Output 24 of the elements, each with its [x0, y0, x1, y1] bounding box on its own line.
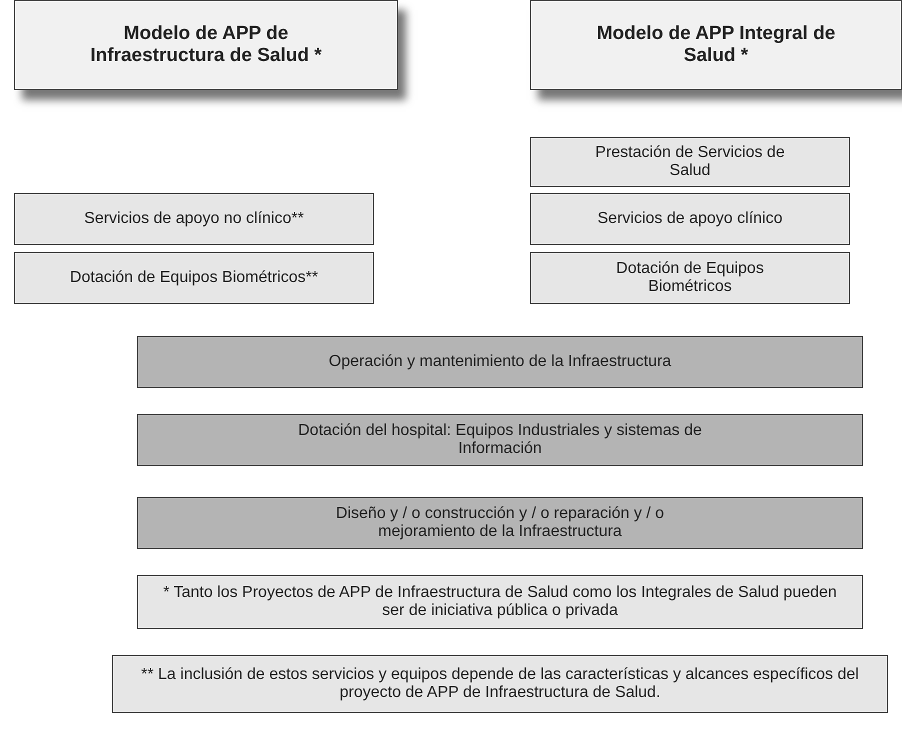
footnote-box — [112, 655, 888, 713]
layer-band — [137, 336, 863, 388]
footnote-box — [137, 575, 863, 629]
service-box — [530, 137, 850, 187]
service-box — [530, 193, 850, 245]
box-text: Servicios de apoyo no clínico** — [84, 210, 304, 228]
box-text: Dotación de Equipos Biométricos — [615, 260, 765, 296]
model-header-box — [530, 0, 902, 90]
box-text: Diseño y / o construcción y / o reparación y / o mejoramiento de la Infraestructura — [334, 505, 666, 541]
box-text: Dotación de Equipos Biométricos** — [70, 269, 318, 287]
model-header-box — [14, 0, 398, 90]
service-box — [14, 193, 374, 245]
box-text: Servicios de apoyo clínico — [598, 210, 782, 228]
box-text: ** La inclusión de estos servicios y equipos depende de las características y alcances específicos del proyecto de APP de Infraestructura de Salud. — [140, 666, 860, 702]
service-box — [14, 252, 374, 304]
box-text: Dotación del hospital: Equipos Industriales y sistemas de Información — [297, 422, 703, 458]
layer-band — [137, 414, 863, 466]
box-text: Prestación de Servicios de Salud — [594, 144, 786, 180]
box-text: * Tanto los Proyectos de APP de Infraestructura de Salud como los Integrales de Salud pueden ser de iniciativa pública o privada — [162, 584, 838, 620]
header-text: Modelo de APP de Infraestructura de Salud * — [89, 23, 323, 67]
header-text: Modelo de APP Integral de Salud * — [596, 23, 836, 67]
layer-band — [137, 497, 863, 549]
box-text: Operación y mantenimiento de la Infraestructura — [328, 353, 672, 371]
service-box — [530, 252, 850, 304]
